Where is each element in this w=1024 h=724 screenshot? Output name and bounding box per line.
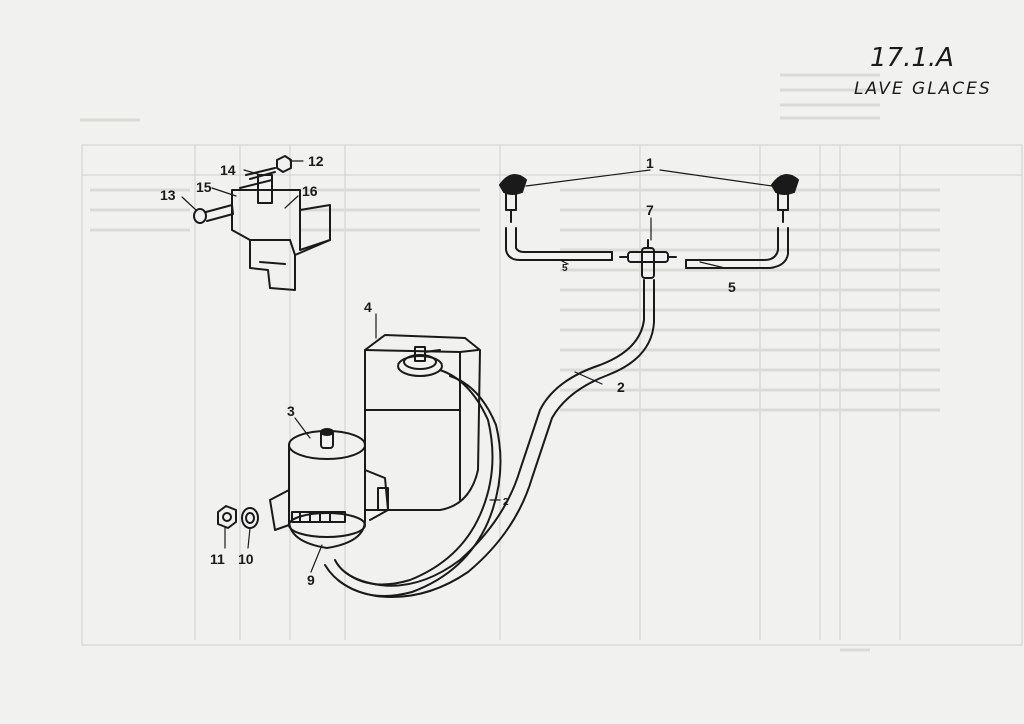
callout-12: 12 <box>308 153 324 169</box>
mounting-bracket <box>231 174 331 291</box>
section-ref: 17.1.A <box>870 43 954 73</box>
callout-16: 16 <box>302 183 318 199</box>
callout-5-right: 5 <box>728 279 736 295</box>
bleed-through-table <box>80 73 1023 652</box>
nut-12 <box>276 155 292 173</box>
hose-main <box>324 279 655 598</box>
washer-nozzle-right <box>771 174 799 223</box>
leader-lines <box>181 160 773 573</box>
washer-pump <box>269 428 389 549</box>
callout-10: 10 <box>238 551 254 567</box>
callout-15: 15 <box>196 179 212 195</box>
callout-5-left: 5 <box>562 263 568 274</box>
callout-11: 11 <box>210 551 225 567</box>
t-connector <box>619 239 677 279</box>
callout-3: 3 <box>287 403 295 419</box>
callout-2-main: 2 <box>617 379 625 395</box>
hose-right <box>685 227 789 269</box>
washer-10 <box>241 507 259 529</box>
section-title: LAVE GLACES <box>854 79 992 99</box>
reservoir-tank <box>364 334 481 511</box>
washer-nozzle-left <box>499 174 527 223</box>
callout-4: 4 <box>364 299 372 315</box>
callout-13: 13 <box>160 187 176 203</box>
hose-reservoir-loop <box>337 369 502 597</box>
nut-11 <box>217 505 237 529</box>
callout-14: 14 <box>220 162 236 178</box>
callout-7: 7 <box>646 202 654 218</box>
bolt-13 <box>193 204 234 224</box>
screw-14 <box>245 167 276 180</box>
callout-9: 9 <box>307 572 315 588</box>
hose-left <box>505 227 613 261</box>
callout-1: 1 <box>646 155 654 171</box>
callout-2-small: 2 <box>503 497 509 508</box>
